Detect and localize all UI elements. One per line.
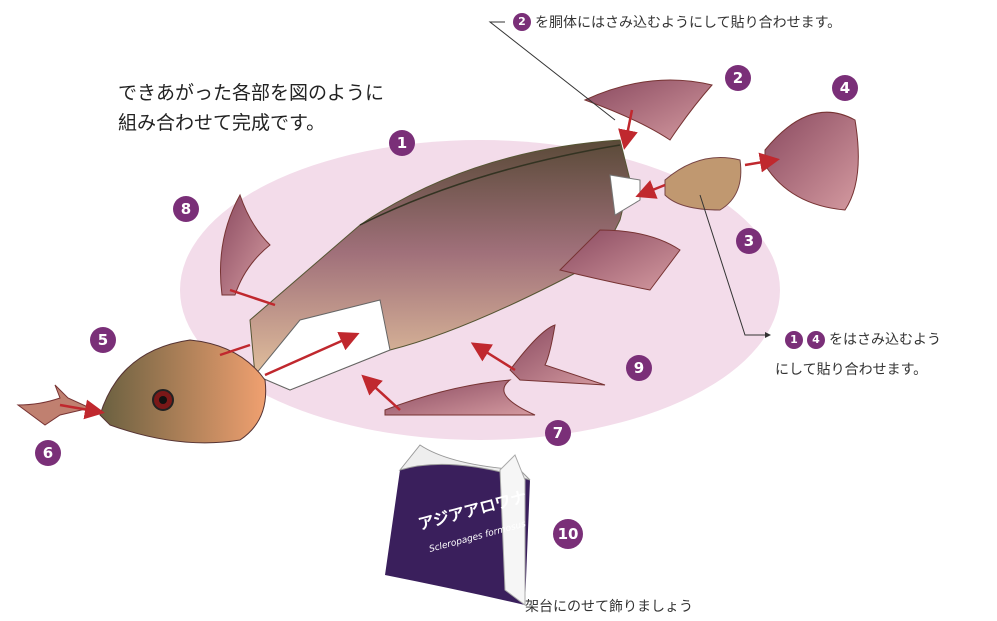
ref-badge: 2 — [513, 13, 531, 31]
part-badge-1: 1 — [389, 130, 415, 156]
note-tuck-2: 2 を胴体にはさみ込むようにして貼り合わせます。 — [513, 12, 841, 32]
part-2-dorsal-fin — [583, 79, 713, 141]
assembly-arrows — [59, 109, 780, 420]
part-1-body — [249, 139, 681, 391]
intro-line-2: 組み合わせて完成です。 — [118, 112, 326, 134]
intro-line-1: できあがった各部を図のように — [118, 82, 385, 104]
note-text: を胴体にはさみ込むようにして貼り合わせます。 — [535, 15, 842, 31]
ref-badge-4: 4 — [807, 331, 825, 349]
part-badge-9: 9 — [626, 355, 652, 381]
ref-badge-1: 1 — [785, 331, 803, 349]
part-4-tail-fin — [764, 111, 859, 211]
part-badge-4: 4 — [832, 75, 858, 101]
intro-text: できあがった各部を図のように 組み合わせて完成です。 — [118, 78, 384, 138]
part-badge-6: 6 — [35, 440, 61, 466]
note-tuck-1-4: 1 4 をはさみ込むよう にして貼り合わせます。 — [775, 325, 941, 385]
part-badge-2: 2 — [725, 65, 751, 91]
part-badge-5: 5 — [90, 327, 116, 353]
note-text-line1: をはさみ込むよう — [829, 332, 941, 348]
part-8-pectoral-fin — [220, 193, 271, 296]
part-badge-8: 8 — [173, 196, 199, 222]
part-badge-7: 7 — [545, 420, 571, 446]
note-stand: 架台にのせて飾りましょう — [525, 599, 693, 615]
note-text-line2: にして貼り合わせます。 — [775, 362, 928, 378]
part-5-head — [99, 339, 267, 444]
part-6-barbel — [16, 384, 92, 426]
part-badge-10: 10 — [553, 519, 583, 549]
part-10-stand: アジアアロワナ Scleropages formosus — [385, 444, 531, 606]
part-badge-3: 3 — [736, 228, 762, 254]
part-9-pelvic-fin — [509, 324, 606, 386]
part-3-tail-base — [664, 157, 742, 211]
leader-lines — [488, 21, 771, 338]
part-7-anal-fin — [384, 379, 536, 416]
